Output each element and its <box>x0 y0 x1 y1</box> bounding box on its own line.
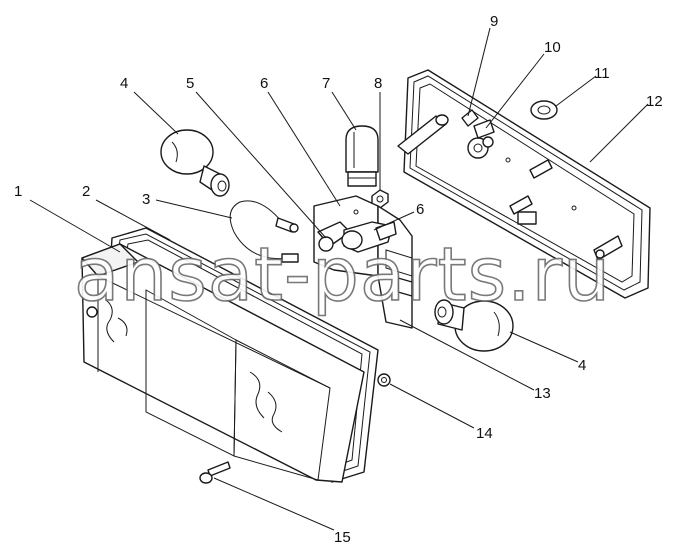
callout-6b: 6 <box>416 201 424 218</box>
callout-12: 12 <box>646 93 663 110</box>
callout-2: 2 <box>82 183 90 200</box>
leader-1 <box>29 199 121 253</box>
leader-12 <box>589 103 649 163</box>
callout-11: 11 <box>594 65 610 82</box>
leader-7 <box>331 91 357 131</box>
lamp-housing <box>397 69 651 299</box>
leader-2 <box>95 199 171 241</box>
leader-10 <box>485 53 545 129</box>
callout-14: 14 <box>476 425 493 442</box>
callout-labels: 1 2 3 4 5 6 7 8 9 10 11 12 6 4 13 14 15 <box>14 13 663 546</box>
lens-1 <box>81 243 365 483</box>
callout-8: 8 <box>374 75 382 92</box>
callout-9: 9 <box>490 13 498 30</box>
leader-lines <box>29 27 649 531</box>
leader-4a <box>133 91 179 135</box>
leader-11 <box>555 75 597 107</box>
callout-5: 5 <box>186 75 194 92</box>
bulb-4-upper <box>160 129 230 197</box>
callout-7: 7 <box>322 75 330 92</box>
leader-14 <box>389 383 475 429</box>
leader-15 <box>213 477 335 531</box>
callout-4a: 4 <box>120 75 128 92</box>
wire-3 <box>229 200 299 263</box>
bulb-4-lower <box>434 299 514 352</box>
watermark-text: ansat-parts.ru <box>74 232 611 318</box>
screw-15 <box>199 461 231 484</box>
leader-4b <box>509 331 579 363</box>
leader-9 <box>467 27 491 117</box>
callout-3: 3 <box>142 191 150 208</box>
leader-6a <box>267 91 341 207</box>
leader-6b <box>373 211 415 231</box>
callout-4b: 4 <box>578 357 586 374</box>
washer-11 <box>530 100 558 120</box>
callout-13: 13 <box>534 385 551 402</box>
callout-15: 15 <box>334 529 351 546</box>
leader-5 <box>195 91 327 239</box>
nut-14 <box>377 373 391 387</box>
leader-13 <box>399 319 535 391</box>
callout-10: 10 <box>544 39 561 56</box>
leader-3 <box>155 199 233 219</box>
callout-6a: 6 <box>260 75 268 92</box>
callout-1: 1 <box>14 183 22 200</box>
small-bulb-7 <box>345 125 379 187</box>
